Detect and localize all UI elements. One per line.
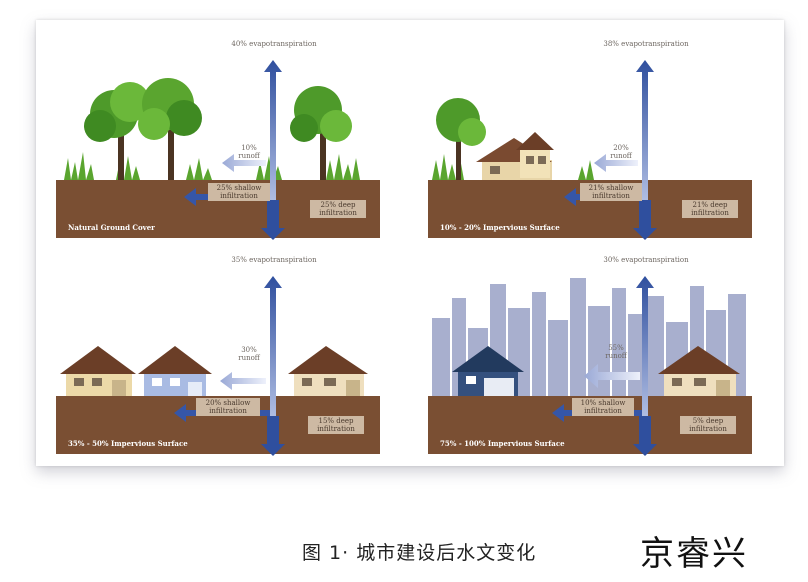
deep-infiltration-arrow [261,416,285,456]
surface-label: Natural Ground Cover [68,223,155,232]
runoff-arrow [584,364,640,388]
figure-caption: 图 1· 城市建设后水文变化 [302,542,537,564]
brand-watermark: 京睿兴 [640,534,748,574]
shallow-infiltration-label: 10% shallow infiltration [572,398,634,416]
house [476,132,554,180]
deep-infiltration-arrow [633,200,657,240]
evapotranspiration-label: 40% evapotranspiration [231,40,317,48]
deep-infiltration-label: 21% deep infiltration [682,200,738,218]
evapotranspiration-label: 35% evapotranspiration [231,256,317,264]
evapotranspiration-arrow [636,60,654,228]
deep-infiltration-label: 5% deep infiltration [680,416,736,434]
evapotranspiration-arrow [264,276,282,444]
panel-10-20-impervious: 38% evapotranspiration 20% runoff 21% sh… [428,32,752,244]
house [452,346,524,396]
panel-natural-ground-cover: 40% evapotranspiration 10% runoff 25% sh… [56,32,380,244]
grass [64,152,360,180]
panel-35-50-impervious: 35% evapotranspiration 30% runoff 20% sh… [56,248,380,460]
runoff-arrow [220,372,266,390]
surface-label: 10% - 20% Impervious Surface [440,223,560,232]
evapotranspiration-arrow [636,276,654,444]
deep-infiltration-arrow [261,200,285,240]
panel-75-100-impervious: 30% evapotranspiration 55% runoff 10% sh… [428,248,752,460]
runoff-label: 10% runoff [238,144,260,160]
hydrology-figure: 40% evapotranspiration 10% runoff 25% sh… [36,20,784,466]
runoff-arrow [222,154,266,172]
deep-infiltration-label: 15% deep infiltration [308,416,364,434]
tree [290,86,352,180]
tree [84,82,150,180]
shallow-infiltration-label: 21% shallow infiltration [580,183,642,201]
tree [436,98,486,180]
shallow-infiltration-label: 25% shallow infiltration [208,183,270,201]
deep-infiltration-arrow [633,416,657,456]
surface-label: 75% - 100% Impervious Surface [440,439,565,448]
runoff-label: 55% runoff [605,344,627,360]
house [288,346,368,396]
runoff-label: 30% runoff [238,346,260,362]
evapotranspiration-arrow [264,60,282,228]
surface-label: 35% - 50% Impervious Surface [68,439,188,448]
panel-2-illustration [428,60,752,240]
tree [138,78,202,180]
house [60,346,136,396]
evapotranspiration-label: 30% evapotranspiration [603,256,689,264]
panel-3-illustration [56,276,380,456]
shallow-infiltration-label: 20% shallow infiltration [196,398,260,416]
house [658,346,740,396]
deep-infiltration-label: 25% deep infiltration [310,200,366,218]
evapotranspiration-label: 38% evapotranspiration [603,40,689,48]
house [138,346,212,396]
runoff-label: 20% runoff [610,144,632,160]
runoff-arrow [594,154,638,172]
